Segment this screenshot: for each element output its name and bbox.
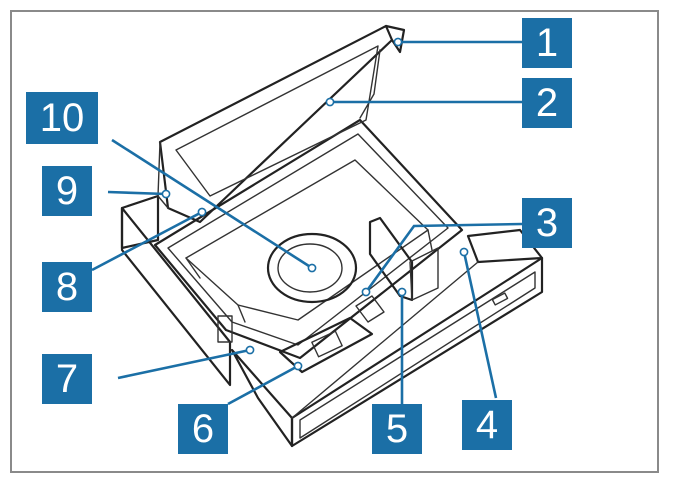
- callout-7: 7: [42, 354, 92, 404]
- callout-9: 9: [42, 166, 92, 216]
- callout-2: 2: [522, 78, 572, 128]
- callout-3: 3: [522, 198, 572, 248]
- callout-4: 4: [462, 400, 512, 450]
- callout-8: 8: [42, 262, 92, 312]
- front-latch: [218, 296, 384, 372]
- callout-10: 10: [26, 92, 98, 144]
- leader-lines: [92, 42, 522, 404]
- callout-1: 1: [522, 18, 572, 68]
- leader-dots: [162, 38, 467, 369]
- tray: [155, 120, 462, 358]
- callout-6: 6: [178, 404, 228, 454]
- callout-5: 5: [372, 404, 422, 454]
